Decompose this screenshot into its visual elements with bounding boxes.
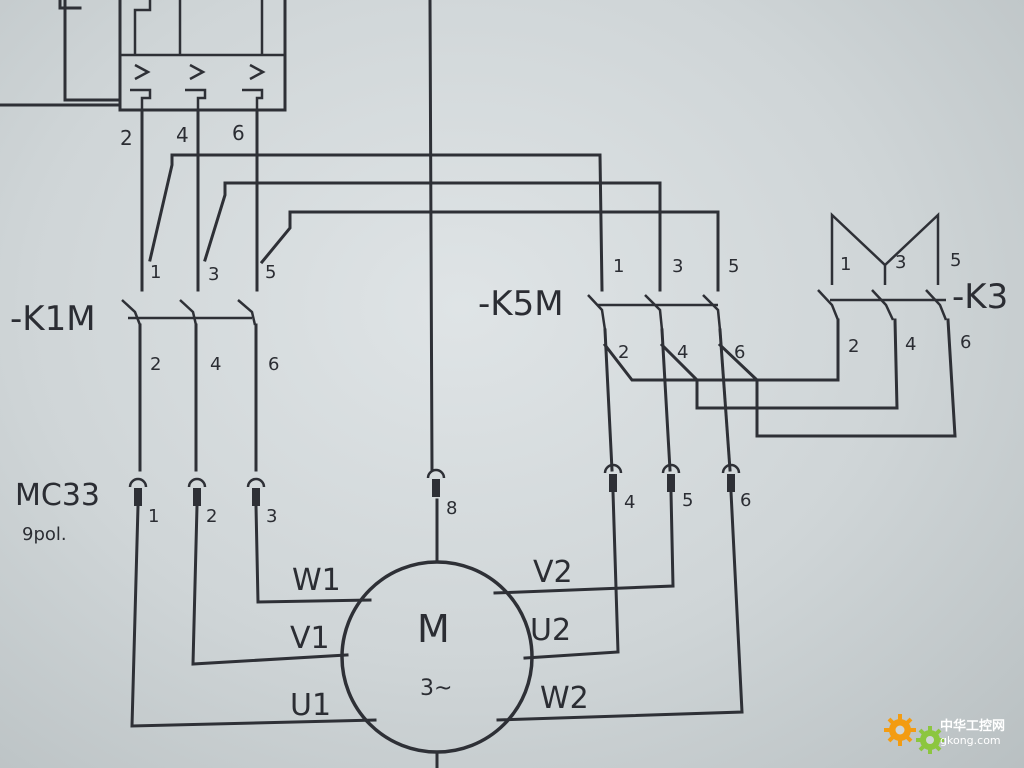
motor-terminal-v1: V1 — [290, 621, 330, 656]
watermark-cn: 中华工控网 — [940, 718, 1005, 734]
contactor-k1m: 1 3 5 -K1M 2 4 6 — [10, 262, 279, 375]
mc33-pin-2: 2 — [187, 477, 217, 527]
mc33-poles: 9pol. — [22, 524, 67, 545]
k1m-terminal-1: 1 — [150, 262, 161, 283]
watermark: 中华工控网 gkong.com — [884, 714, 1005, 754]
wire-u2 — [523, 490, 620, 660]
k3-terminal-6: 6 — [960, 332, 971, 353]
connector-mc33: MC33 9pol. 1 2 3 8 4 — [15, 463, 751, 545]
k5m-terminal-6: 6 — [734, 342, 745, 363]
k5m-terminal-1: 1 — [613, 256, 624, 277]
svg-text:5: 5 — [682, 490, 693, 511]
k5m-k3-link-1 — [602, 318, 840, 382]
wire-w2 — [496, 490, 744, 722]
wire-v1 — [191, 504, 349, 666]
motor: M 3~ W1 V1 U1 V2 U2 W2 — [290, 555, 589, 754]
k1m-terminal-4: 4 — [210, 354, 221, 375]
k5m-terminal-3: 3 — [672, 256, 683, 277]
svg-text:4: 4 — [624, 492, 635, 513]
mc33-pin-8: 8 — [426, 468, 457, 519]
svg-text:1: 1 — [148, 506, 159, 527]
wire-v2 — [493, 490, 675, 595]
svg-text:2: 2 — [206, 506, 217, 527]
k3-terminal-4: 4 — [905, 334, 916, 355]
mc33-name: MC33 — [15, 478, 100, 513]
overload-terminal-labels: 2 4 6 — [120, 121, 245, 150]
gear-green-icon — [916, 726, 944, 754]
k5m-k3-link-3 — [717, 318, 957, 438]
mc33-pin-4: 4 — [603, 463, 635, 513]
k3-terminal-1: 1 — [840, 254, 851, 275]
motor-symbol: M — [417, 607, 450, 651]
k5m-to-pin5 — [660, 328, 672, 472]
contactor-k5m: 1 3 5 -K5M 2 4 6 — [478, 256, 745, 363]
contactor-k3: 1 3 5 -K3 2 4 6 — [817, 212, 1008, 357]
motor-terminal-v2: V2 — [533, 555, 573, 590]
mc33-pin-6: 6 — [721, 463, 751, 511]
k5m-terminal-4: 4 — [677, 342, 688, 363]
watermark-url: gkong.com — [940, 734, 1001, 747]
overload-terminal-2: 2 — [120, 126, 133, 150]
k3-terminal-5: 5 — [950, 250, 961, 271]
mc33-pin-1: 1 — [128, 477, 159, 527]
svg-text:3: 3 — [266, 506, 277, 527]
k3-name: -K3 — [952, 277, 1008, 317]
motor-terminal-u1: U1 — [290, 688, 331, 723]
svg-text:8: 8 — [446, 498, 457, 519]
k1m-terminal-6: 6 — [268, 354, 279, 375]
gear-orange-icon — [884, 714, 916, 746]
k1m-terminal-3: 3 — [208, 264, 219, 285]
k1m-name: -K1M — [10, 299, 96, 339]
central-wire — [428, 0, 434, 472]
mc33-pin-5: 5 — [661, 463, 693, 511]
svg-text:6: 6 — [740, 490, 751, 511]
k1m-terminal-2: 2 — [150, 354, 161, 375]
motor-terminal-w1: W1 — [292, 563, 341, 598]
k5m-k3-link-2 — [659, 318, 899, 410]
k5m-to-pin4 — [603, 328, 614, 472]
k3-terminal-2: 2 — [848, 336, 859, 357]
motor-circle — [340, 560, 534, 754]
k3-terminal-3: 3 — [895, 252, 906, 273]
wire-w1 — [254, 504, 372, 604]
overload-terminal-6: 6 — [232, 121, 245, 145]
crosswire-1 — [148, 153, 604, 292]
mc33-pin-3: 3 — [246, 477, 277, 527]
overload-terminal-4: 4 — [176, 123, 189, 147]
motor-terminal-w2: W2 — [540, 681, 589, 716]
overload-relay — [0, 0, 287, 112]
motor-phase: 3~ — [420, 676, 452, 701]
k1m-terminal-5: 5 — [265, 262, 276, 283]
crosswire-3 — [259, 210, 720, 292]
motor-terminal-u2: U2 — [530, 613, 571, 648]
k5m-terminal-5: 5 — [728, 256, 739, 277]
crosswire-2 — [203, 181, 662, 292]
k5m-terminal-2: 2 — [618, 342, 629, 363]
k5m-to-pin6 — [718, 328, 732, 472]
wire-u1 — [130, 504, 377, 728]
k5m-name: -K5M — [478, 284, 564, 324]
